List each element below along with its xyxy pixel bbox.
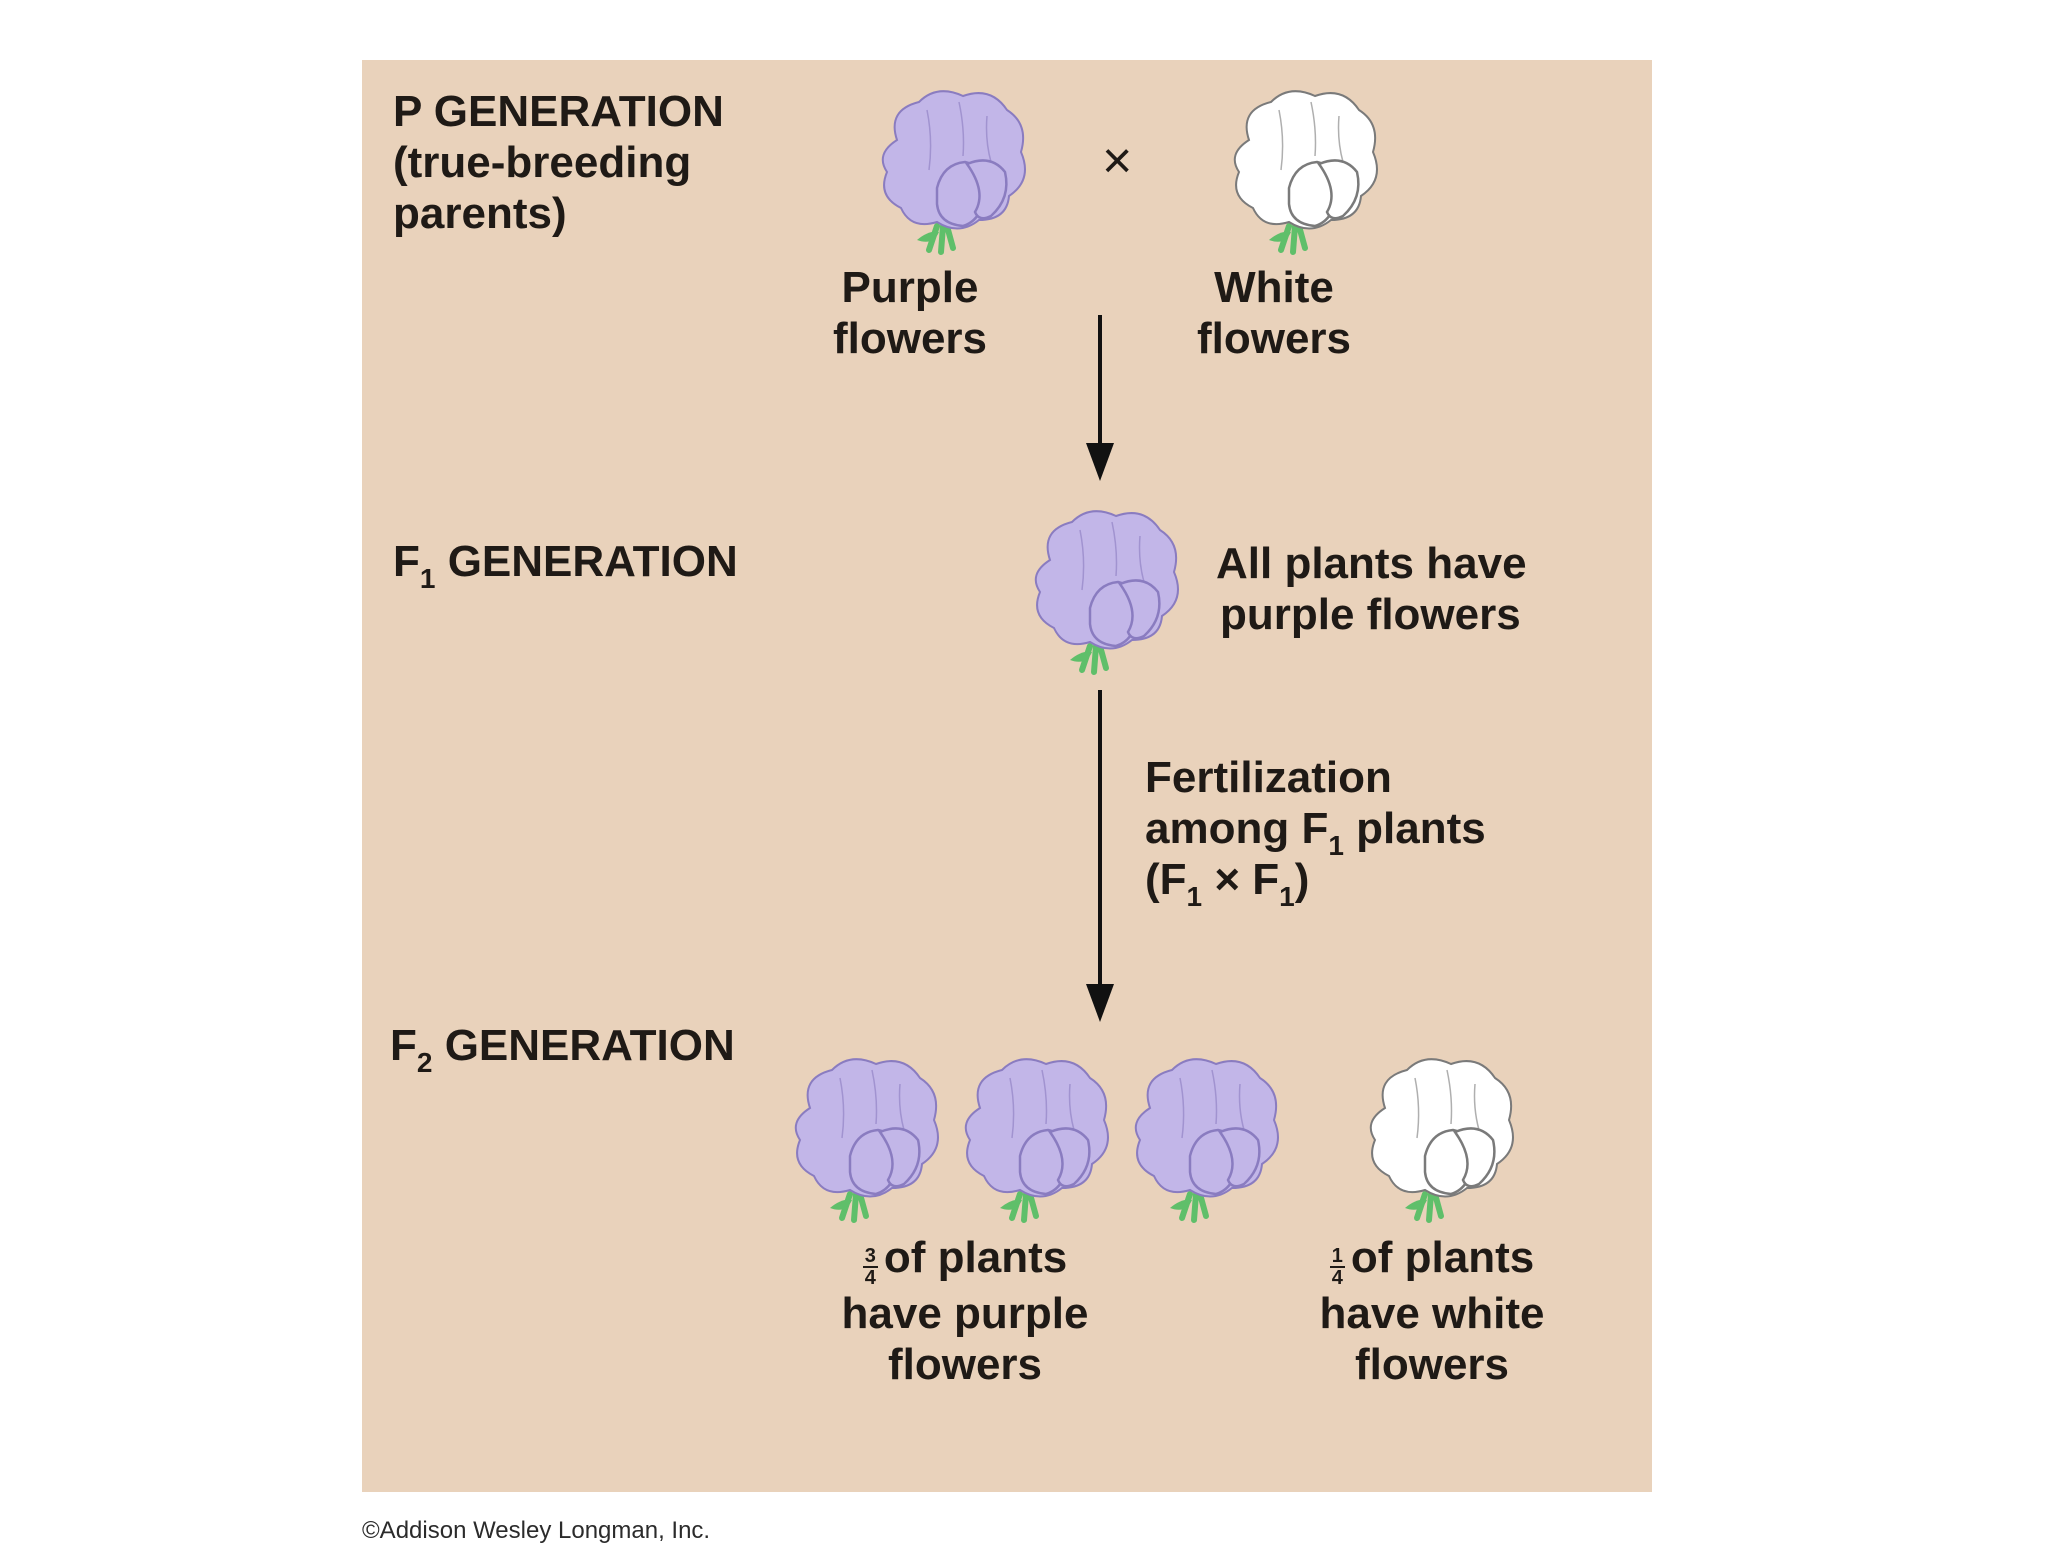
diagram-panel [362,60,1652,1492]
copyright-credit: ©Addison Wesley Longman, Inc. [362,1517,711,1544]
purple-flower-icon [881,90,1026,255]
down-arrow-icon [1086,690,1114,1022]
cross-symbol: × [1102,132,1133,190]
purple-flower-icon [794,1058,939,1223]
fertilization-caption: Fertilization among F1 plants (F1 × F1) [1145,753,1486,912]
purple-flowers-label: Purple flowers [832,263,988,363]
p-generation-title: P GENERATION (true-breeding parents) [393,87,724,238]
purple-flower-icon [1034,510,1179,675]
white-flower-icon [1233,90,1378,255]
white-flowers-label: White flowers [1196,263,1352,363]
f2-generation-title: F2 GENERATION [390,1021,735,1078]
white-flower-icon [1369,1058,1514,1223]
purple-flower-icon [964,1058,1109,1223]
f1-generation-title: F1 GENERATION [393,537,738,594]
down-arrow-icon [1086,315,1114,481]
purple-flower-icon [1134,1058,1279,1223]
f1-caption: All plants have purple flowers [1216,539,1527,639]
